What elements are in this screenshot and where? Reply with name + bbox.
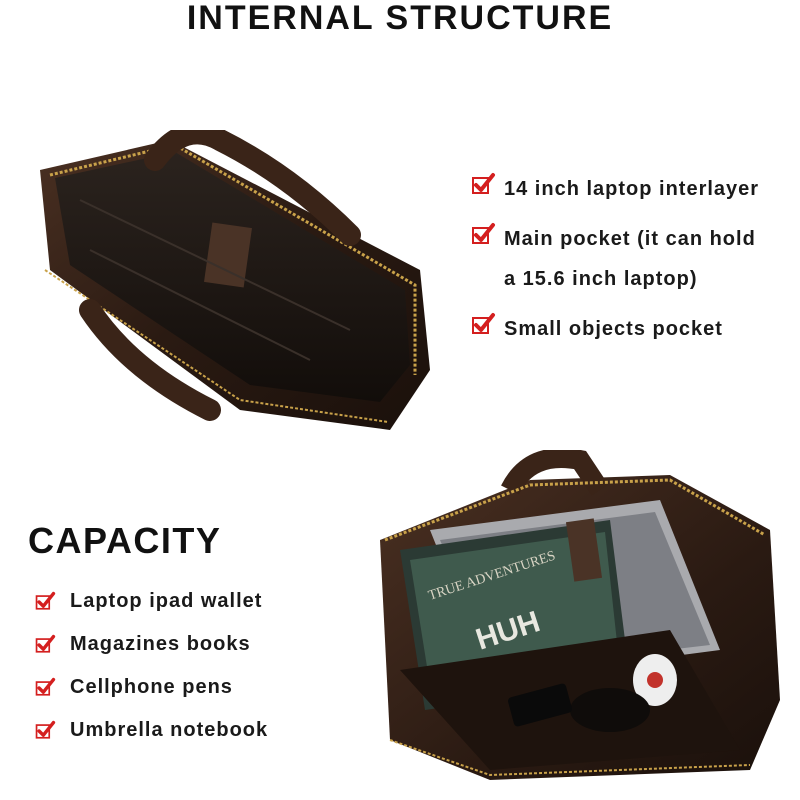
check-icon (35, 634, 56, 653)
feature-text: a 15.6 inch laptop) (504, 268, 698, 290)
capacity-text: Umbrella notebook (70, 719, 269, 741)
bag-photo-filled: HUH TRUE ADVENTURES (380, 450, 780, 780)
capacity-text: Cellphone pens (70, 676, 233, 698)
feature-item: Small objects pocket (470, 310, 790, 360)
capacity-list: Laptop ipad wallet Magazines books Cellp… (34, 580, 364, 752)
feature-item: 14 inch laptop interlayer (470, 170, 790, 220)
capacity-text: Magazines books (70, 633, 251, 655)
capacity-title: CAPACITY (28, 520, 222, 561)
capacity-item: Umbrella notebook (34, 709, 364, 752)
check-icon (472, 223, 495, 244)
feature-text: Main pocket (it can hold (504, 228, 756, 250)
capacity-item: Cellphone pens (34, 666, 364, 709)
bag-photo-empty (40, 130, 430, 430)
feature-text: Small objects pocket (504, 318, 723, 340)
capacity-text: Laptop ipad wallet (70, 590, 263, 612)
check-icon (472, 313, 495, 334)
check-icon (35, 720, 56, 739)
capacity-item: Laptop ipad wallet (34, 580, 364, 623)
feature-item: Main pocket (it can hold (470, 220, 790, 260)
page-title: INTERNAL STRUCTURE (186, 0, 614, 37)
check-icon (472, 173, 495, 194)
feature-list: 14 inch laptop interlayer Main pocket (i… (470, 170, 790, 360)
capacity-item: Magazines books (34, 623, 364, 666)
feature-item-continued: a 15.6 inch laptop) (470, 260, 790, 310)
check-icon (35, 591, 56, 610)
feature-text: 14 inch laptop interlayer (504, 178, 760, 200)
check-icon (35, 677, 56, 696)
